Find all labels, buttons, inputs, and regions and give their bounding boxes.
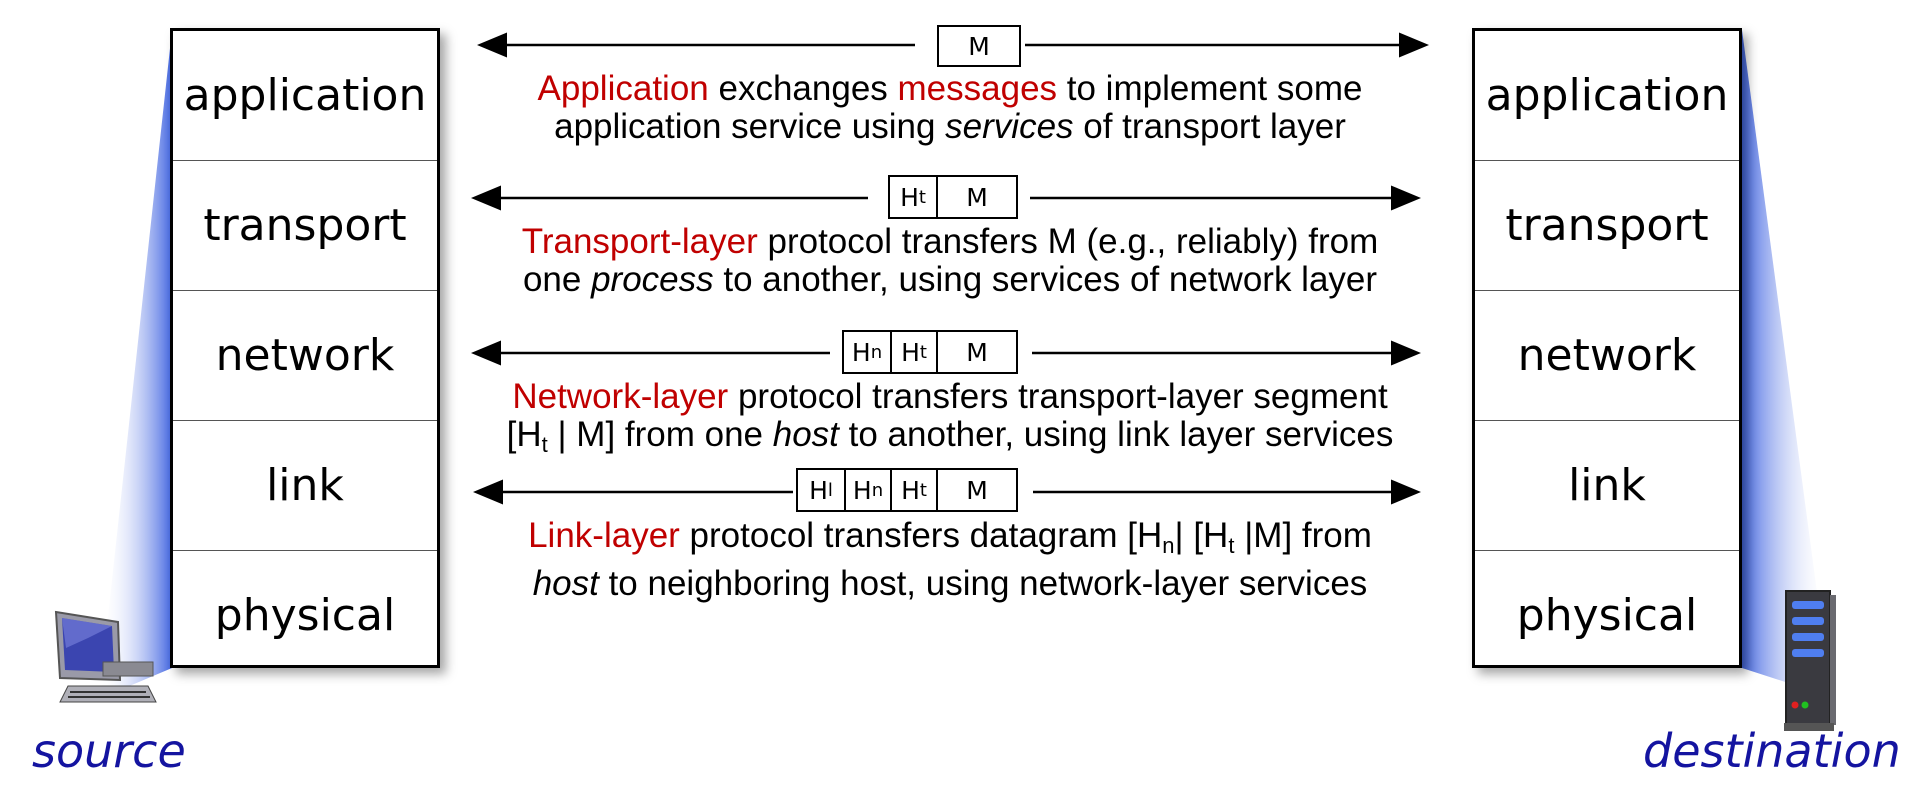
source-layer-network: network xyxy=(173,291,437,421)
destination-label: destination xyxy=(1643,724,1901,778)
source-protocol-stack: application transport network link physi… xyxy=(170,28,440,668)
source-layer-transport: transport xyxy=(173,161,437,291)
computer-icon xyxy=(54,610,157,703)
source-layer-link: link xyxy=(173,421,437,551)
message-field: M xyxy=(968,31,990,61)
message-field: M xyxy=(936,177,1016,217)
network-caption: Network-layer protocol transfers transpo… xyxy=(506,378,1394,457)
source-label: source xyxy=(32,724,186,778)
destination-layer-network: network xyxy=(1475,291,1739,421)
destination-beam xyxy=(1742,30,1830,690)
destination-layer-physical: physical xyxy=(1516,589,1698,641)
server-icon xyxy=(1784,590,1836,731)
message-field: M xyxy=(936,332,1016,372)
source-beam xyxy=(100,30,172,690)
source-layer-physical: physical xyxy=(214,589,396,641)
destination-layer-transport: transport xyxy=(1475,161,1739,291)
link-caption: Link-layer protocol transfers datagram [… xyxy=(528,516,1372,603)
message-field: M xyxy=(936,470,1016,510)
source-layer-application: application xyxy=(173,31,437,161)
destination-layer-application: application xyxy=(1475,31,1739,161)
destination-layer-link: link xyxy=(1475,421,1739,551)
application-caption: Application exchanges messages to implem… xyxy=(537,69,1363,146)
application-packet: M xyxy=(937,25,1021,67)
transport-caption: Transport-layer protocol transfers M (e.… xyxy=(521,223,1379,299)
destination-protocol-stack: application transport network link physi… xyxy=(1472,28,1742,668)
